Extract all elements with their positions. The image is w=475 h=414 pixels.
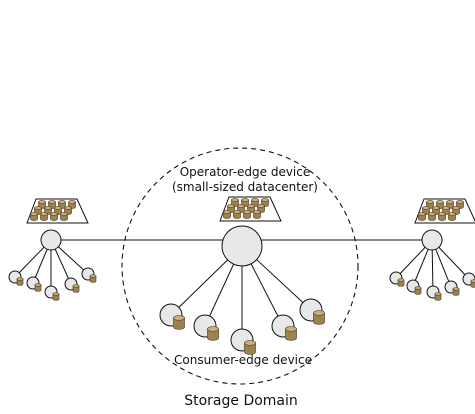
consumer-edge-device: [299, 298, 325, 325]
left-storage-rack: [26, 198, 89, 224]
consumer-edge-label: Consumer-edge device: [174, 353, 312, 367]
consumer-edge-device: [81, 267, 97, 283]
right-edge-node: [421, 229, 443, 251]
storage-cylinder-icon: [16, 277, 24, 286]
consumer-edge-device: [389, 271, 405, 287]
storage-cylinder-icon: [244, 340, 256, 355]
consumer-edge-device: [230, 328, 256, 355]
nodes-layer: [8, 225, 475, 355]
rack-cylinder: [448, 212, 456, 221]
rack-cylinder: [428, 212, 436, 221]
operator-storage-rack: [219, 196, 282, 222]
storage-cylinder-icon: [470, 279, 475, 288]
storage-domain-title: Storage Domain: [184, 393, 298, 409]
storage-cylinder-icon: [52, 292, 60, 301]
consumer-edge-device: [444, 280, 460, 296]
consumer-edge-device: [462, 272, 475, 288]
consumer-edge-device: [64, 277, 80, 293]
consumer-edge-device: [406, 279, 422, 295]
operator-edge-node: [221, 225, 263, 267]
consumer-edge-device: [26, 276, 42, 292]
consumer-edge-device: [8, 270, 24, 286]
rack-cylinder: [456, 200, 464, 209]
rack-cylinder: [50, 212, 58, 221]
storage-cylinder-icon: [414, 286, 422, 295]
rack-cylinder: [233, 210, 241, 219]
rack-cylinder: [253, 210, 261, 219]
operator-edge-label-line1: Operator-edge device: [180, 165, 311, 179]
consumer-edge-device: [44, 285, 60, 301]
consumer-edge-device: [159, 303, 185, 330]
storage-cylinder-icon: [34, 283, 42, 292]
racks-layer: [26, 196, 475, 224]
rack-cylinder: [223, 210, 231, 219]
rack-cylinder: [261, 198, 269, 207]
storage-cylinder-icon: [434, 292, 442, 301]
rack-cylinder: [30, 212, 38, 221]
storage-cylinder-icon: [313, 310, 325, 325]
rack-cylinder: [60, 212, 68, 221]
rack-cylinder: [40, 212, 48, 221]
storage-cylinder-icon: [89, 274, 97, 283]
rack-cylinder: [438, 212, 446, 221]
storage-cylinder-icon: [72, 284, 80, 293]
operator-edge-label-line2: (small-sized datacenter): [172, 180, 318, 194]
left-edge-node: [40, 229, 62, 251]
right-storage-rack: [414, 198, 475, 224]
rack-cylinder: [418, 212, 426, 221]
consumer-edge-device: [193, 314, 219, 341]
consumer-edge-device: [271, 314, 297, 341]
storage-cylinder-icon: [207, 326, 219, 341]
storage-domain-boundary: [121, 147, 359, 385]
storage-cylinder-icon: [173, 315, 185, 330]
rack-cylinder: [243, 210, 251, 219]
storage-cylinder-icon: [285, 326, 297, 341]
storage-cylinder-icon: [452, 287, 460, 296]
storage-cylinder-icon: [397, 278, 405, 287]
consumer-edge-device: [426, 285, 442, 301]
